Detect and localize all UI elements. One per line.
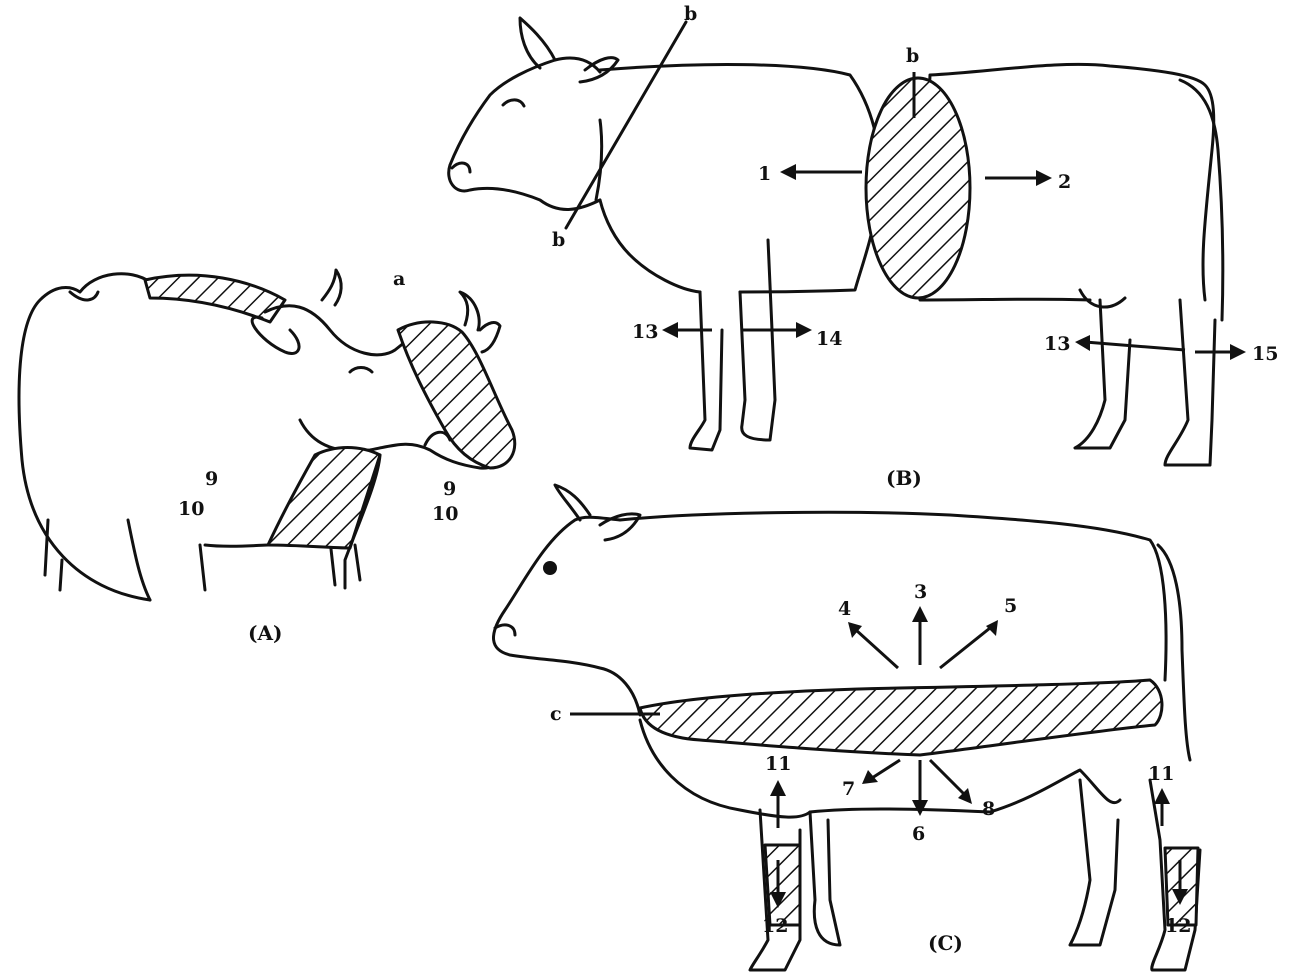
label-7: 7 [842, 778, 855, 800]
cow-a-body [19, 274, 265, 600]
cow-a-horn-left [322, 270, 341, 305]
label-b-section: b [906, 45, 919, 67]
cow-a-eye [350, 368, 372, 373]
arrow-14-head [796, 322, 812, 338]
cow-b-front-head [449, 58, 600, 209]
cow-b-front-legs [690, 240, 775, 450]
caption-b: (B) [886, 466, 922, 490]
cow-b-front-dewlap [596, 120, 700, 292]
label-15: 15 [1252, 343, 1278, 365]
arrow-4 [856, 630, 898, 668]
caption-c: (C) [928, 931, 963, 955]
arrow-8 [930, 760, 965, 795]
arrow-13-b-rear-head [1075, 335, 1090, 351]
cow-b-front-ear [520, 18, 618, 82]
label-5: 5 [1004, 595, 1017, 617]
cow-b-front-eye [503, 100, 524, 106]
arrow-6-head [912, 800, 928, 816]
label-12-front: 12 [762, 915, 788, 937]
label-12-rear: 12 [1165, 915, 1191, 937]
arrow-1-head [780, 164, 796, 180]
cow-c-belly-hatch [640, 680, 1162, 755]
label-14: 14 [816, 328, 842, 350]
arrow-7 [872, 760, 900, 778]
label-9-left: 9 [205, 468, 218, 490]
arrow-2-head [1036, 170, 1052, 186]
cow-b-cross-section [866, 78, 970, 298]
cow-a-rump-curve [70, 292, 98, 300]
label-3: 3 [914, 581, 927, 603]
panel-c: c 3 4 5 6 7 8 11 11 12 12 (C) [494, 485, 1200, 970]
label-2: 2 [1058, 171, 1071, 193]
label-4: 4 [838, 598, 851, 620]
cow-a-throat-hatch [268, 448, 380, 549]
arrow-15-head [1230, 344, 1246, 360]
arrow-13-b-front-head [662, 322, 678, 338]
cow-c-ear [555, 485, 640, 540]
arrow-3-head [912, 606, 928, 622]
label-11-rear: 11 [1148, 763, 1174, 785]
cow-a-ear [252, 317, 299, 353]
label-11-front: 11 [765, 753, 791, 775]
cow-b-line-b [566, 22, 686, 228]
cow-c-eye [543, 561, 557, 575]
arrow-13-b-rear [1085, 342, 1185, 350]
caption-a: (A) [248, 621, 282, 645]
label-c: c [550, 703, 562, 725]
arrow-5 [940, 628, 990, 668]
label-8: 8 [982, 798, 995, 820]
panel-b: b b b 1 2 13 14 13 15 (B) [449, 3, 1279, 490]
cow-c-legs [750, 780, 1200, 970]
cow-a-back-hatch [145, 275, 285, 322]
cow-a-ear-right [480, 323, 500, 352]
cow-a-horn-right [460, 292, 479, 330]
arrow-4-head [848, 622, 862, 638]
cow-b-front-nose [452, 163, 470, 172]
panel-a: a 9 10 9 10 (A) [19, 268, 515, 645]
label-b-bottom: b [552, 229, 565, 251]
cow-b-rear-udder [1080, 290, 1125, 307]
cow-b-rear-tail [1180, 80, 1223, 320]
arrow-11-rear-head [1154, 788, 1170, 804]
arrow-11-front-head [770, 780, 786, 796]
cow-c-nose [495, 625, 515, 635]
label-a: a [393, 268, 405, 290]
label-b-top: b [684, 3, 697, 25]
cow-b-rear-legs [1075, 300, 1215, 465]
cow-c-front-shin-hatch [765, 845, 800, 925]
label-10-right: 10 [432, 503, 458, 525]
label-1: 1 [758, 163, 771, 185]
label-10-left: 10 [178, 498, 204, 520]
label-13-b-rear: 13 [1044, 333, 1070, 355]
label-13-b-front: 13 [632, 321, 658, 343]
label-9-right: 9 [443, 478, 456, 500]
label-6: 6 [912, 823, 925, 845]
